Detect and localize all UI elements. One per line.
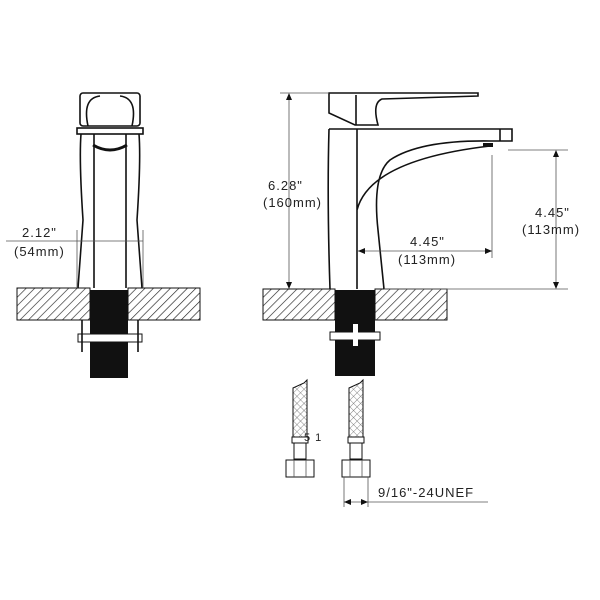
body-side [327, 128, 513, 290]
side-view: 6.28" (160mm) 4.45" (113mm) 4.45" (113mm… [262, 92, 580, 376]
hose-mark: 5 1 [304, 432, 322, 444]
hose-right: 9/16"-24UNEF [341, 378, 488, 507]
hose-left: 5 1 [285, 378, 322, 478]
spout-reach-inch: 4.45" [410, 234, 445, 249]
handle-front [79, 92, 141, 127]
spout-height-mm: (113mm) [522, 222, 580, 237]
total-height-mm: (160mm) [263, 195, 322, 210]
countertop-left [262, 288, 336, 321]
countertop-right [127, 287, 201, 321]
front-view: 2.12" (54mm) [6, 92, 201, 378]
countertop-left [16, 287, 91, 321]
body-front [77, 133, 143, 289]
spout-height-inch: 4.45" [535, 205, 570, 220]
base-width-mm: (54mm) [14, 244, 65, 259]
countertop-right [374, 288, 448, 321]
mounting-nut [77, 333, 143, 343]
total-height-inch: 6.28" [268, 178, 303, 193]
hose-thread-size: 9/16"-24UNEF [378, 485, 474, 500]
base-width-inch: 2.12" [22, 225, 57, 240]
spout-reach-mm: (113mm) [398, 252, 456, 267]
handle-side [328, 92, 479, 126]
